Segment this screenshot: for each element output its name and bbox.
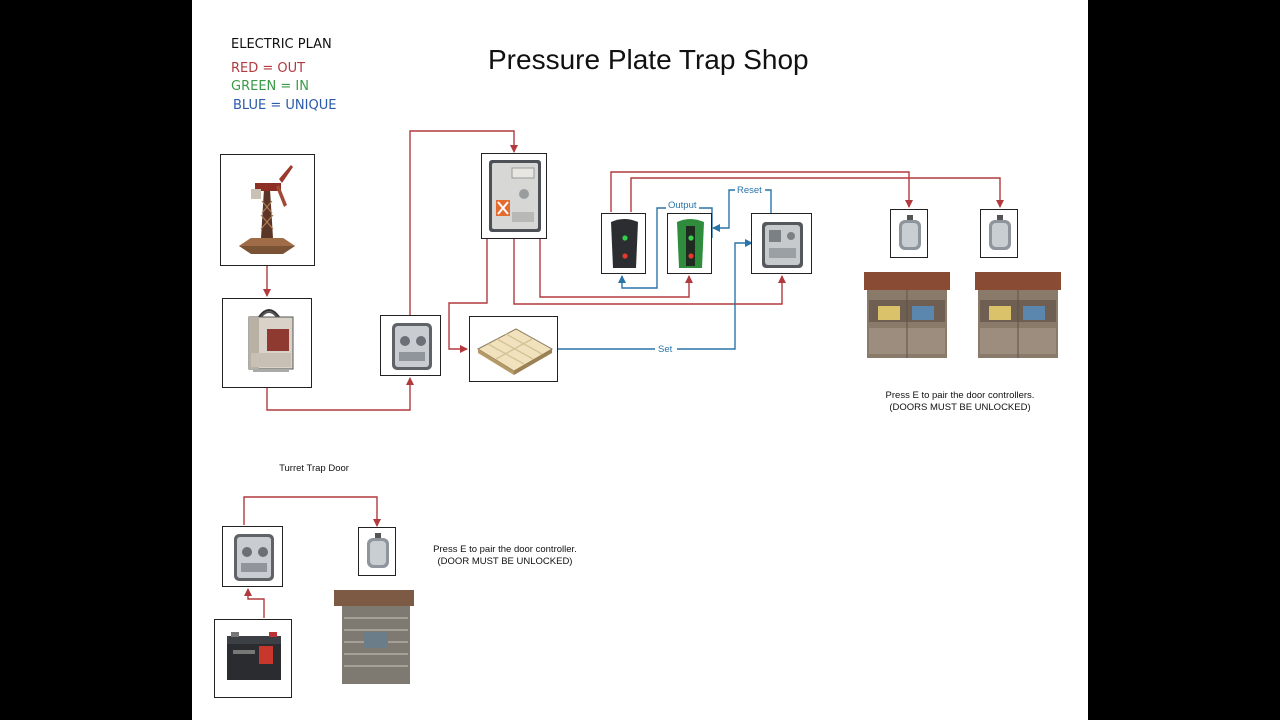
memory-cell-box <box>751 213 812 274</box>
turret-door-note-line2: (DOOR MUST BE UNLOCKED) <box>437 556 573 567</box>
wire-reset <box>712 189 772 232</box>
wire-splitter-to-memory <box>513 239 786 305</box>
large-battery-icon <box>248 309 294 372</box>
switch-box <box>380 315 441 376</box>
wire-output <box>618 207 713 289</box>
wire-small-battery-to-turret-switch <box>244 588 265 618</box>
receiver-box <box>601 213 646 274</box>
splitter-icon <box>489 160 541 232</box>
turret-door-note: Press E to pair the door controller. (DO… <box>420 544 590 568</box>
legend-heading: ELECTRIC PLAN <box>231 37 332 52</box>
turret-garage-door <box>334 590 414 684</box>
shop-doors-note-line2: (DOORS MUST BE UNLOCKED) <box>889 402 1031 413</box>
door-controller-1-box <box>890 209 928 258</box>
receiver-icon <box>611 219 638 268</box>
garage-door-1 <box>864 272 950 358</box>
battery-box <box>222 298 312 388</box>
memory-cell-icon <box>762 222 803 268</box>
pressure-plate-box <box>469 316 558 382</box>
receiver-green-icon <box>677 219 704 268</box>
receiver-green-box <box>667 213 712 274</box>
turret-switch-box <box>222 526 283 587</box>
turret-door-controller-box <box>358 527 396 576</box>
wire-turret-switch-to-controller <box>243 496 381 527</box>
door-controller-2-box <box>980 209 1018 258</box>
splitter-box <box>481 153 547 239</box>
shop-doors-note-line1: Press E to pair the door controllers. <box>885 390 1035 401</box>
wire-label-reset: Reset <box>737 185 762 196</box>
car-battery-icon <box>227 632 281 680</box>
wire-switch-to-splitter <box>409 130 518 315</box>
pressure-pad-icon <box>476 328 554 375</box>
shop-doors-note: Press E to pair the door controllers. (D… <box>860 390 1060 414</box>
wire-label-output: Output <box>668 200 697 211</box>
legend-red: RED = OUT <box>231 61 306 76</box>
windmill-icon <box>239 165 295 254</box>
door-controller-icon <box>989 215 1011 250</box>
wire-battery-to-switch <box>266 377 414 411</box>
wire-receiver-to-door1 <box>610 171 913 212</box>
turret-door-note-line1: Press E to pair the door controller. <box>433 544 577 555</box>
garage-door-2 <box>975 272 1061 358</box>
door-controller-icon <box>367 533 389 568</box>
turret-section-title: Turret Trap Door <box>279 463 349 474</box>
switch-icon <box>234 534 274 581</box>
legend-blue: BLUE = UNIQUE <box>233 98 337 113</box>
wire-set <box>558 239 753 350</box>
wire-splitter-to-green-receiver <box>539 239 693 298</box>
legend-green: GREEN = IN <box>231 79 309 94</box>
garage-door-icon <box>864 272 950 358</box>
wire-receiver-to-door2 <box>630 177 1004 212</box>
garage-door-icon <box>975 272 1061 358</box>
wire-splitter-to-plate <box>448 239 488 353</box>
wire-label-set: Set <box>658 344 673 355</box>
page-title: Pressure Plate Trap Shop <box>488 44 809 75</box>
windmill-box <box>220 154 315 266</box>
switch-icon <box>392 323 432 370</box>
garage-door-icon <box>334 590 414 684</box>
door-controller-icon <box>899 215 921 250</box>
small-battery-box <box>214 619 292 698</box>
